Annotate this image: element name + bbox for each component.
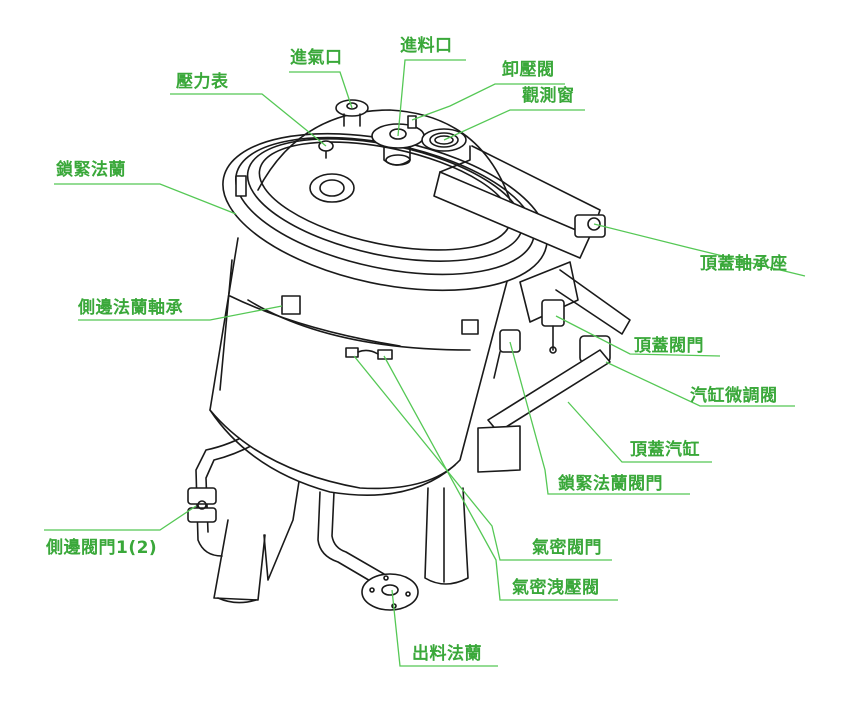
body-band bbox=[247, 299, 471, 351]
label-outlet-flange: 出料法蘭 bbox=[412, 644, 482, 664]
outlet-pipe bbox=[317, 491, 385, 583]
leader-lid-bearing-seat bbox=[593, 223, 806, 277]
lid-valve-bracket bbox=[519, 261, 579, 323]
gas-inlet-drawing bbox=[335, 99, 369, 127]
label-lid-bearing-seat: 頂蓋軸承座 bbox=[700, 254, 788, 274]
leader-inlet-feed bbox=[397, 59, 466, 137]
label-side-flange-bearing: 側邊法蘭軸承 bbox=[78, 298, 183, 318]
label-lid-cylinder: 頂蓋汽缸 bbox=[630, 440, 700, 460]
leader-locking-flange bbox=[54, 183, 237, 215]
outlet-flange-drawing bbox=[361, 573, 419, 611]
leader-cylinder-fine-valve bbox=[605, 361, 795, 407]
leader-side-flange-bearing bbox=[78, 305, 283, 321]
vessel-drawing bbox=[187, 99, 631, 611]
label-lid-valve: 頂蓋閥門 bbox=[634, 336, 704, 356]
leg-front bbox=[263, 474, 301, 581]
leader-lid-cylinder bbox=[567, 401, 712, 463]
relief-valve-drawing bbox=[407, 115, 417, 129]
leader-airtight-relief-valve bbox=[383, 355, 618, 601]
airtight-valve-drawing bbox=[345, 347, 359, 358]
leader-outlet-flange bbox=[391, 589, 498, 667]
label-pressure-gauge: 壓力表 bbox=[176, 72, 229, 92]
label-side-valve: 側邊閥門1(2) bbox=[46, 538, 158, 558]
front-port-drawing bbox=[309, 173, 355, 203]
label-airtight-valve: 氣密閥門 bbox=[532, 538, 602, 558]
leader-relief-valve bbox=[411, 83, 565, 121]
label-sight-window: 觀測窗 bbox=[522, 86, 575, 106]
leader-inlet-gas bbox=[289, 71, 353, 109]
leader-pressure-gauge bbox=[170, 93, 327, 147]
label-inlet-feed: 進料口 bbox=[400, 36, 453, 56]
lid-arm bbox=[433, 171, 591, 259]
lid-cylinder-drawing bbox=[487, 349, 611, 433]
leader-airtight-valve bbox=[353, 355, 612, 561]
label-airtight-relief-valve: 氣密洩壓閥 bbox=[512, 578, 600, 598]
side-valve-drawing bbox=[187, 487, 217, 523]
lid-dome bbox=[257, 109, 511, 201]
leader-sight-window bbox=[443, 109, 585, 141]
leader-lines bbox=[44, 59, 806, 667]
leader-locking-flange-valve bbox=[509, 341, 690, 495]
label-relief-valve: 卸壓閥 bbox=[502, 60, 555, 80]
label-locking-flange: 鎖緊法蘭 bbox=[56, 160, 126, 180]
leader-side-valve bbox=[44, 505, 197, 531]
label-cylinder-fine-valve: 汽缸微調閥 bbox=[690, 386, 778, 406]
label-locking-flange-valve: 鎖緊法蘭閥門 bbox=[558, 474, 663, 494]
leader-lid-valve bbox=[555, 315, 721, 357]
locking-flange-valve-drawing bbox=[499, 329, 521, 353]
leg-right bbox=[424, 487, 469, 585]
label-inlet-gas: 進氣口 bbox=[290, 48, 343, 68]
leg-left bbox=[213, 519, 266, 601]
